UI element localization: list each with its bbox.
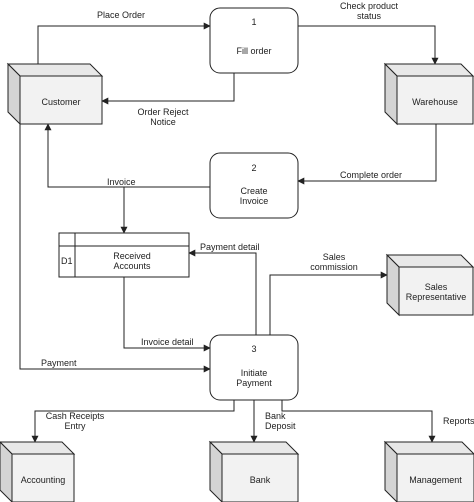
flow-label-check-product-status: Check product [340, 1, 399, 11]
flow-label-order-reject-notice: Order Reject [137, 107, 189, 117]
entity-front-face [19, 75, 103, 125]
flow-arrow-order-reject-notice [101, 73, 235, 105]
entity-label: Warehouse [412, 97, 458, 107]
entity-bank: Bank [208, 440, 300, 502]
flow-arrow-payment [19, 124, 211, 373]
flow-label-order-reject-notice: Notice [150, 117, 176, 127]
data-store-label: Accounts [113, 261, 151, 271]
entity-front-face [221, 453, 299, 502]
entity-side-face [0, 441, 13, 502]
process-label: Create [240, 186, 267, 196]
flow-label-bank-deposit: Deposit [265, 421, 296, 431]
flow-arrow-place-order [37, 22, 211, 66]
process-number: 2 [251, 163, 256, 173]
entity-label: Representative [406, 292, 467, 302]
entity-top-face [383, 441, 474, 455]
entity-label: Bank [250, 475, 271, 485]
flow-label-sales-commission: commission [310, 262, 358, 272]
data-store-label: Received [113, 251, 151, 261]
flow-arrow-payment-detail [188, 249, 257, 335]
process-box [209, 7, 299, 74]
entity-label: Sales [425, 282, 448, 292]
process-box [209, 152, 299, 219]
entity-label: Accounting [21, 475, 66, 485]
flow-label-cash-receipts-entry: Entry [64, 421, 86, 431]
process-label: Initiate [241, 368, 268, 378]
flow-arrow-complete-order [297, 124, 437, 185]
flow-label-check-product-status: status [357, 11, 382, 21]
flow-label-cash-receipts-entry: Cash Receipts [46, 411, 105, 421]
entity-front-face [11, 453, 75, 502]
entity-customer: Customer [6, 62, 104, 126]
entity-warehouse: Warehouse [383, 62, 474, 126]
flows-layer [19, 22, 439, 443]
process-box [209, 334, 299, 401]
entity-top-face [208, 441, 300, 455]
entity-label: Customer [41, 97, 80, 107]
flow-label-reports: Reports [443, 416, 474, 426]
entity-management: Management [383, 440, 474, 502]
flow-arrow-reports [281, 400, 436, 443]
data-store-box [58, 232, 190, 278]
flow-label-bank-deposit: Bank [265, 411, 286, 421]
flow-arrow-sales-commission [269, 271, 388, 335]
process-number: 1 [251, 17, 256, 27]
data-store-code: D1 [61, 256, 73, 266]
flow-label-sales-commission: Sales [323, 252, 346, 262]
entity-top-face [383, 63, 474, 77]
entity-front-face [396, 75, 474, 125]
process-number: 3 [251, 344, 256, 354]
flow-arrow-invoice-detail [123, 277, 211, 352]
process-label: Invoice [240, 196, 269, 206]
process-label: Fill order [236, 46, 271, 56]
entity-accounting: Accounting [0, 441, 76, 502]
entity-top-face [385, 254, 474, 268]
flow-label-payment-detail: Payment detail [200, 242, 260, 252]
entity-side-face [384, 440, 398, 502]
flow-label-complete-order: Complete order [340, 170, 402, 180]
entity-top-face [0, 441, 76, 455]
entity-top-face [6, 63, 104, 77]
flow-arrow-check-product-status [298, 25, 439, 65]
flow-arrow-invoice [44, 123, 210, 188]
entity-label: Management [409, 475, 462, 485]
entity-front-face [396, 453, 474, 502]
flow-label-place-order: Place Order [97, 10, 145, 20]
flow-label-invoice: Invoice [107, 177, 136, 187]
process-label: Payment [236, 378, 272, 388]
flow-label-invoice-detail: Invoice detail [141, 337, 194, 347]
entity-side-face [209, 440, 223, 502]
flow-label-payment: Payment [41, 358, 77, 368]
entity-front-face [398, 266, 474, 316]
flow-arrow-cash-receipts-entry [31, 400, 235, 443]
